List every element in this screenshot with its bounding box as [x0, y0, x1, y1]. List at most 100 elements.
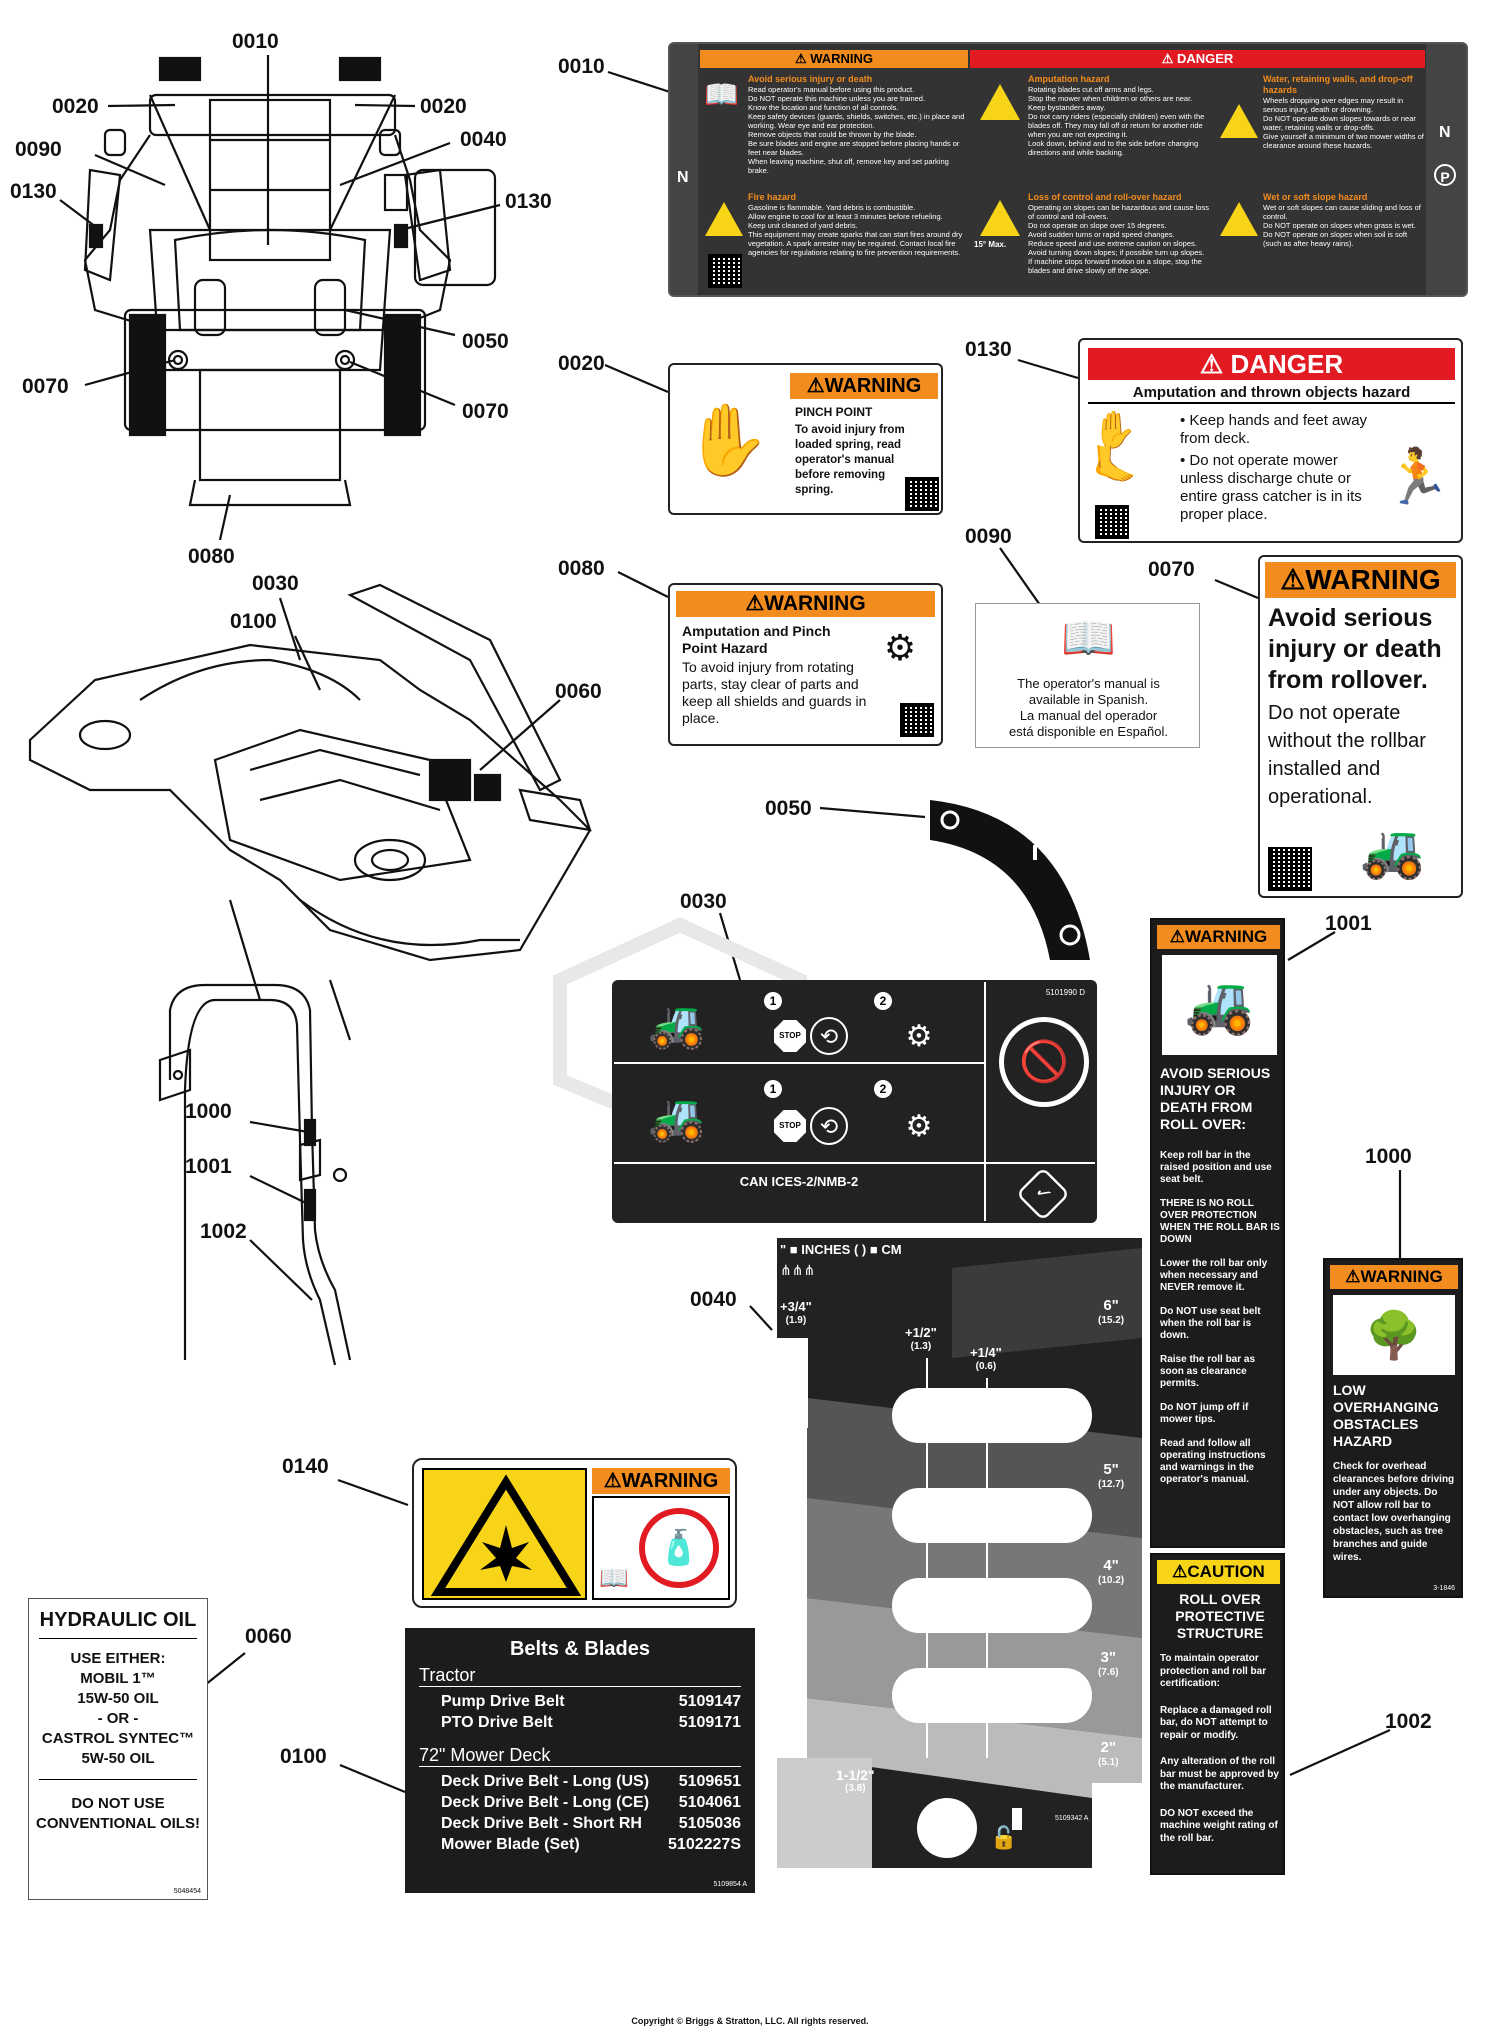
decal-text: To avoid injury from rotating parts, sta…: [682, 659, 867, 726]
hoc-cm: (3.8): [845, 1783, 866, 1794]
hoc-in: 3": [1100, 1649, 1117, 1666]
section-title: Amputation hazard: [1028, 74, 1110, 84]
decal-0070: ⚠WARNING Avoid serious injury or death f…: [1258, 555, 1463, 898]
burst-shape: [480, 1525, 532, 1582]
qr-code-icon: [708, 254, 742, 288]
table-row: Deck Drive Belt - Long (US)5109651: [441, 1771, 741, 1792]
part-number: 0070: [1148, 558, 1195, 581]
oil-line: - OR -: [97, 1710, 139, 1727]
part-number: 1001: [185, 1155, 232, 1178]
danger-header-text: DANGER: [1230, 349, 1344, 379]
belt-number: 5105036: [678, 1815, 741, 1832]
oil-line: 15W-50 OIL: [77, 1690, 159, 1707]
part-number: 1001: [1325, 912, 1372, 935]
section-title: Loss of control and roll-over hazard: [1028, 192, 1182, 202]
warning-header-text: WARNING: [621, 1470, 719, 1492]
warning-header: ⚠WARNING: [592, 1468, 730, 1494]
part-number: 0130: [965, 338, 1012, 361]
belt-name: Deck Drive Belt - Long (US): [441, 1773, 650, 1790]
copyright: Copyright © Briggs & Stratton, LLC. All …: [631, 2016, 869, 2026]
hoc-cm: (5.1): [1098, 1757, 1119, 1768]
section-line: Reduce speed and use extreme caution on …: [1028, 239, 1197, 248]
decal-0130: ⚠ DANGER Amputation and thrown objects h…: [1078, 338, 1463, 543]
decal-text: Do not operate without the rollbar insta…: [1268, 702, 1426, 808]
rollbar-mower-icon: 🚜: [1360, 823, 1425, 881]
part-number: 0020: [558, 352, 605, 375]
thrown-object-person-icon: 🏃: [1383, 447, 1452, 507]
belt-number: 5109171: [678, 1714, 741, 1731]
section-2: Amputation hazard Rotating blades cut of…: [970, 74, 1210, 189]
hand-foot-icon: ✋🦶: [1092, 409, 1137, 485]
bullet-item: • Do not operate mower unless discharge …: [1180, 452, 1362, 523]
danger-header: ⚠ DANGER: [970, 50, 1425, 68]
section-line: Rotating blades cut off arms and legs.: [1028, 85, 1154, 94]
part-number: 0040: [460, 128, 507, 151]
pin-hole: [917, 1798, 977, 1858]
section-line: Remove objects that could be thrown by t…: [748, 130, 917, 139]
belt-number: 5104061: [678, 1794, 741, 1811]
explosion-hazard-icon: [430, 1474, 582, 1596]
grass-icon: ⋔⋔⋔: [780, 1262, 816, 1278]
decal-0060: HYDRAULIC OIL USE EITHER: MOBIL 1™ 15W-5…: [28, 1598, 208, 1900]
rcm-mark-icon: ✓: [1015, 1166, 1071, 1221]
start-icon: [1059, 924, 1081, 946]
hoc-value: 3"(7.6): [1098, 1650, 1119, 1680]
hoc-header: " ■ INCHES ( ) ■ CM: [780, 1242, 902, 1257]
part-number-label: 5109854 A: [713, 1881, 747, 1888]
belts-title: Belts & Blades: [509, 1638, 651, 1660]
rotating-belt-hand-icon: ⚙: [883, 627, 917, 668]
belt-name: Deck Drive Belt - Short RH: [441, 1815, 642, 1832]
section-6: Wet or soft slope hazard Wet or soft slo…: [1215, 192, 1425, 292]
section-3: Water, retaining walls, and drop-off haz…: [1215, 74, 1425, 189]
ignition-icon: ⟲: [810, 1017, 848, 1055]
part-number: 0030: [680, 890, 727, 913]
table-row: Deck Drive Belt - Long (CE)5104061: [441, 1792, 741, 1813]
side-letter: N: [677, 169, 689, 186]
qr-code-icon: [1268, 847, 1312, 891]
step-number: 1: [764, 1080, 782, 1098]
pinch-hand-icon: ✋: [683, 401, 772, 479]
hoc-in: 4": [1103, 1557, 1119, 1574]
bullet-text: Keep hands and feet away from deck.: [1180, 412, 1368, 447]
section-4: Fire hazard Gasoline is flammable. Yard …: [700, 192, 968, 292]
overhang-tree-icon: 🌳: [1333, 1295, 1455, 1375]
part-number: 1000: [1365, 1145, 1412, 1168]
part-number: 0030: [252, 572, 299, 595]
slot: [892, 1578, 1092, 1633]
warning-header: ⚠ WARNING: [700, 50, 968, 68]
open-book-icon: 📖: [1061, 614, 1116, 663]
no-spray-panel: 🧴 📖: [592, 1496, 730, 1600]
manual-line: available in Spanish.: [1028, 692, 1149, 707]
hoc-cm: (12.7): [1098, 1479, 1125, 1490]
part-number: 1000: [185, 1100, 232, 1123]
bullet-item: • Keep hands and feet away from deck.: [1180, 412, 1368, 447]
section-title: Wet or soft slope hazard: [1263, 192, 1368, 202]
deck-heading: 72" Mower Deck: [419, 1745, 741, 1767]
deck-table: Deck Drive Belt - Long (US)5109651 Deck …: [419, 1771, 741, 1855]
warning-header-text: WARNING: [824, 375, 922, 397]
divider: [984, 982, 986, 1221]
hoc-in: 2": [1100, 1739, 1117, 1756]
part-number: 0010: [232, 30, 279, 53]
part-number: 0050: [765, 797, 812, 820]
oil-line: MOBIL 1™: [80, 1670, 156, 1687]
danger-header-text: DANGER: [1176, 51, 1234, 66]
ignition-icon: ⟲: [810, 1107, 848, 1145]
part-number: 0010: [558, 55, 605, 78]
section-title: Water, retaining walls, and drop-off haz…: [1263, 74, 1413, 95]
decal-0050: [930, 800, 1090, 960]
hoc-in: +3/4": [780, 1299, 812, 1314]
hoc-value: 5"(12.7): [1098, 1462, 1124, 1492]
part-number: 0020: [420, 95, 467, 118]
band: [777, 1758, 872, 1868]
hazard-triangle: [430, 1474, 582, 1596]
section-line: Look down, behind and to the side before…: [1028, 139, 1199, 157]
section-line: Keep unit cleaned of yard debris.: [748, 221, 858, 230]
section-line: When leaving machine, shut off, remove k…: [748, 157, 949, 175]
step-number: 2: [874, 992, 892, 1010]
warning-header: ⚠WARNING: [790, 373, 938, 399]
section-line: Do not operate on slope over 15 degrees.: [1028, 221, 1167, 230]
